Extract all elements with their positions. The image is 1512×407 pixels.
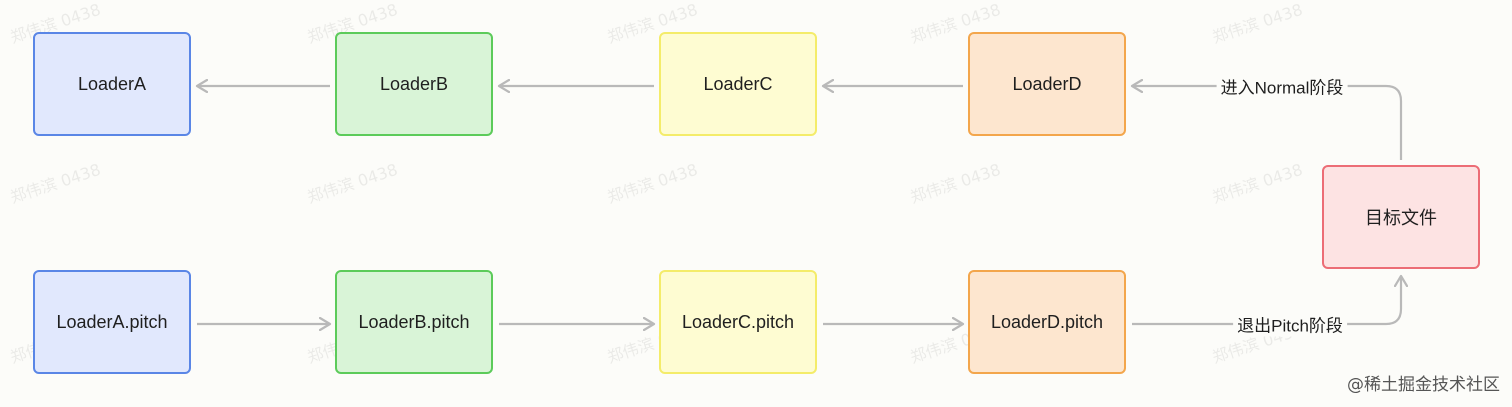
node-label: LoaderD.pitch (990, 311, 1104, 332)
edge-label-exit-pitch: 退出Pitch阶段 (1233, 311, 1347, 337)
node-label: LoaderA (77, 73, 147, 94)
node-loader-d: LoaderD (968, 32, 1126, 136)
arrow-target-to-d (1132, 86, 1403, 160)
node-label: LoaderB (379, 73, 449, 94)
source-credit: @稀土掘金技术社区 (1347, 375, 1500, 395)
node-loader-b: LoaderB (335, 32, 493, 136)
node-loader-a: LoaderA (33, 32, 191, 136)
node-label: LoaderD (1012, 73, 1082, 94)
node-loader-a-pitch: LoaderA.pitch (33, 270, 191, 374)
node-target-file: 目标文件 (1322, 165, 1480, 269)
node-loader-d-pitch: LoaderD.pitch (968, 270, 1126, 374)
node-loader-c-pitch: LoaderC.pitch (659, 270, 817, 374)
node-loader-b-pitch: LoaderB.pitch (335, 270, 493, 374)
arrow-dpitch-to-target (1132, 276, 1401, 326)
node-label: LoaderA.pitch (56, 311, 168, 332)
node-loader-c: LoaderC (659, 32, 817, 136)
edge-label-enter-normal: 进入Normal阶段 (1216, 73, 1348, 99)
node-label: LoaderC.pitch (681, 311, 795, 332)
node-label: 目标文件 (1365, 208, 1437, 228)
node-label: LoaderB.pitch (358, 311, 470, 332)
node-label: LoaderC (703, 73, 773, 94)
